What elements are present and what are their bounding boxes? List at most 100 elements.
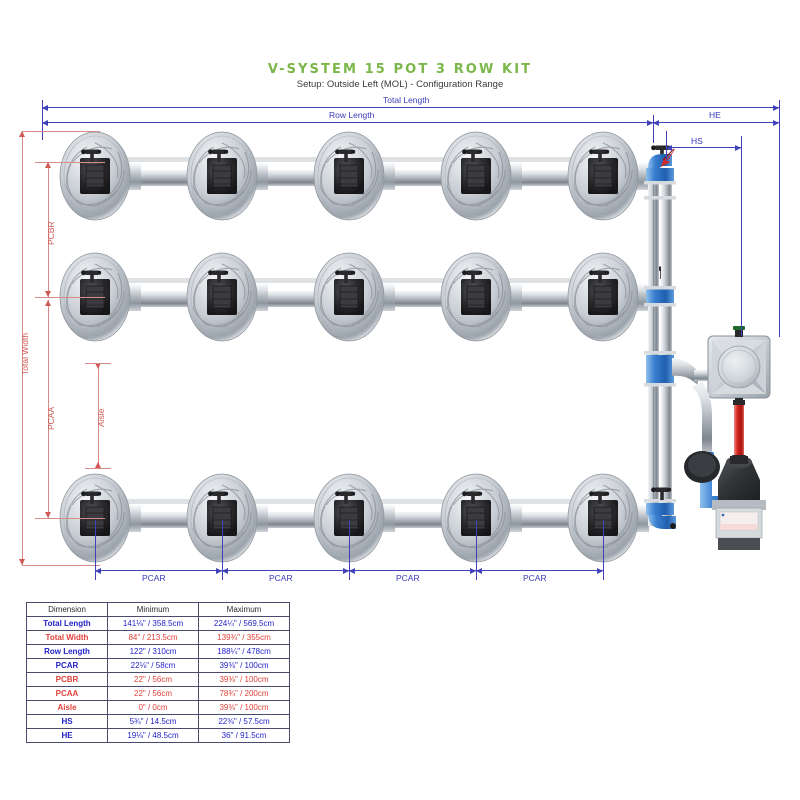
arrow-he-left [653,119,659,126]
reservoir-tank [707,326,771,404]
dim-line-hs [666,147,741,148]
arrow-hs-right [735,144,741,151]
arrow-pcaa-bottom [45,512,51,518]
ext-line-total-width-top [22,131,100,132]
table-cell-name: PCAA [26,686,108,701]
dim-line-pcbr [48,162,49,297]
dim-line-he [653,122,779,123]
dim-line-row-length [42,122,653,123]
table-cell-name: HE [26,728,108,743]
table-cell-min: 22" / 56cm [107,672,199,687]
arrow-total-width-bottom [19,559,25,565]
label-total-length: Total Length [383,95,430,105]
table-cell-min: 84" / 213.5cm [107,630,199,645]
table-cell-min: 19⅛" / 48.5cm [107,728,199,743]
table-header-minimum: Minimum [107,602,199,617]
table-cell-max: 224¼" / 569.5cm [198,616,290,631]
ext-line-pcbr-top [35,162,105,163]
arrow-pcar-4-left [476,567,482,574]
label-pcaa: PCAA [46,406,56,430]
ext-line-pcar-3 [476,520,477,580]
dim-line-pcar-2 [222,570,349,571]
arrow-he-right [773,119,779,126]
ext-line-aisle-bottom [85,468,111,469]
arrow-row-length-left [42,119,48,126]
table-cell-min: 22" / 56cm [107,686,199,701]
arrow-total-length-left [42,104,48,111]
table-cell-max: 188¼" / 478cm [198,644,290,659]
arrow-pcbr-top [45,162,51,168]
arrow-pcaa-top [45,300,51,306]
table-header-maximum: Maximum [198,602,290,617]
ext-line-pcaa-bottom [35,518,105,519]
arrow-total-width-top [19,131,25,137]
ext-line-pcar-1 [222,520,223,580]
dim-line-total-length [42,107,779,108]
table-cell-name: Aisle [26,700,108,715]
label-he: HE [709,110,721,120]
ext-line-pcar-0 [95,520,96,580]
table-cell-name: PCAR [26,658,108,673]
table-cell-max: 36" / 91.5cm [198,728,290,743]
ext-line-pcar-4 [603,520,604,580]
table-cell-max: 78¾" / 200cm [198,686,290,701]
table-header-dimension: Dimension [26,602,108,617]
table-cell-name: Total Length [26,616,108,631]
table-cell-min: 22⅛" / 58cm [107,658,199,673]
table-cell-name: HS [26,714,108,729]
arrow-pcar-3-right [470,567,476,574]
arrow-pcar-4-right [597,567,603,574]
table-cell-min: 141⅛" / 358.5cm [107,616,199,631]
label-total-width: Total Width [20,332,30,375]
title-block: V-SYSTEM 15 POT 3 ROW KIT Setup: Outside… [0,62,800,90]
right-manifold-plumbing [644,148,710,529]
arrow-aisle-bottom [95,462,101,468]
label-row-length: Row Length [329,110,375,120]
table-cell-max: 39⅜" / 100cm [198,658,290,673]
ext-line-aisle-top [85,363,111,364]
arrow-pcar-1-right [216,567,222,574]
label-pcar-3: PCAR [396,573,420,583]
pot-row-2 [59,252,672,342]
ext-line-he-left [653,115,654,143]
dim-line-aisle [98,363,99,468]
table-cell-max: 22⅜" / 57.5cm [198,714,290,729]
arrow-pcbr-bottom [45,291,51,297]
arrow-pcar-2-left [222,567,228,574]
table-header-row: Dimension Minimum Maximum [26,602,290,617]
ext-line-right-vertical [779,107,780,337]
arrow-hs-left [666,144,672,151]
red-feed-pipe [732,400,746,464]
ext-line-pcar-2 [349,520,350,580]
arrow-pcar-1-left [95,567,101,574]
table-cell-min: 5¾" / 14.5cm [107,714,199,729]
dim-line-total-width [22,131,23,565]
ext-line-hs-right [741,136,742,336]
arrow-pcar-3-left [349,567,355,574]
pot-row-1 [59,131,672,221]
ext-line-pcbr-mid [35,297,105,298]
table-cell-name: PCBR [26,672,108,687]
ext-line-total-width-bottom [22,565,100,566]
table-cell-max: 39⅜" / 100cm [198,672,290,687]
arrow-pcar-2-right [343,567,349,574]
page-title: V-SYSTEM 15 POT 3 ROW KIT [267,62,533,77]
label-pcar-4: PCAR [523,573,547,583]
table-cell-max: 39⅜" / 100cm [198,700,290,715]
label-hs: HS [691,136,703,146]
table-cell-name: Total Width [26,630,108,645]
table-cell-name: Row Length [26,644,108,659]
label-pcar-2: PCAR [269,573,293,583]
page-subtitle: Setup: Outside Left (MOL) - Configuratio… [296,79,504,90]
pump-assembly [684,381,766,550]
